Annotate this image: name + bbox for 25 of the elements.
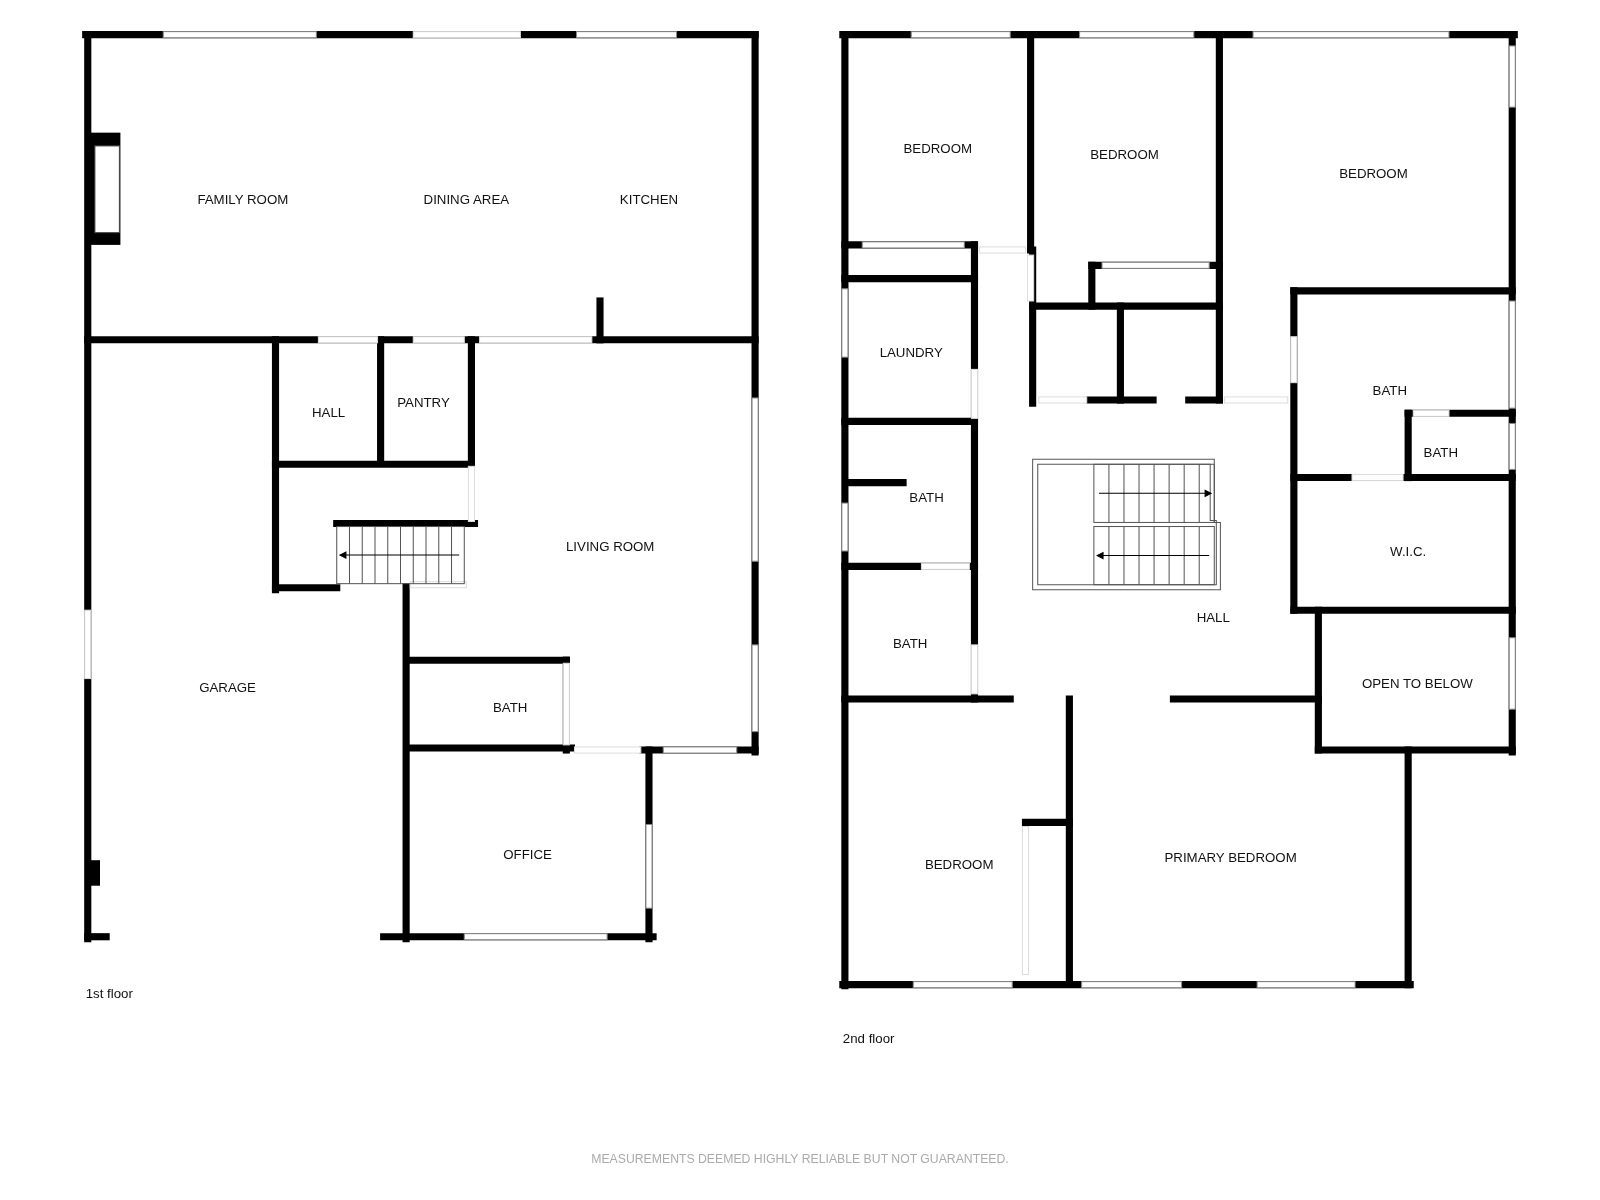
room-label: FAMILY ROOM xyxy=(197,191,289,207)
room-label: BEDROOM xyxy=(924,856,994,872)
room-label: KITCHEN xyxy=(619,191,679,207)
room-label: HALL xyxy=(1196,609,1230,625)
room-label: OFFICE xyxy=(503,846,552,862)
disclaimer-note: MEASUREMENTS DEEMED HIGHLY RELIABLE BUT NOT GUARANTEED. xyxy=(591,1152,1009,1167)
room-label: BATH xyxy=(1372,383,1407,399)
room-label: GARAGE xyxy=(199,680,256,696)
room-label: LAUNDRY xyxy=(879,344,943,360)
room-label: OPEN TO BELOW xyxy=(1361,676,1473,692)
room-label: LIVING ROOM xyxy=(565,538,655,554)
room-label: BATH xyxy=(909,489,944,505)
room-label: DINING AREA xyxy=(423,191,510,207)
floor-label: 1st floor xyxy=(85,985,133,1001)
room-label: BATH xyxy=(1423,444,1458,460)
room-label: BEDROOM xyxy=(1090,146,1159,162)
room-label: BATH xyxy=(893,636,928,652)
room-label: BEDROOM xyxy=(903,140,972,156)
floor-label: 2nd floor xyxy=(842,1030,895,1046)
room-label: BEDROOM xyxy=(1339,165,1408,182)
room-label: W.I.C. xyxy=(1390,543,1427,559)
room-label: PRIMARY BEDROOM xyxy=(1164,849,1297,865)
room-label: PANTRY xyxy=(397,394,450,410)
room-label: HALL xyxy=(311,404,346,420)
room-label: BATH xyxy=(493,699,528,715)
